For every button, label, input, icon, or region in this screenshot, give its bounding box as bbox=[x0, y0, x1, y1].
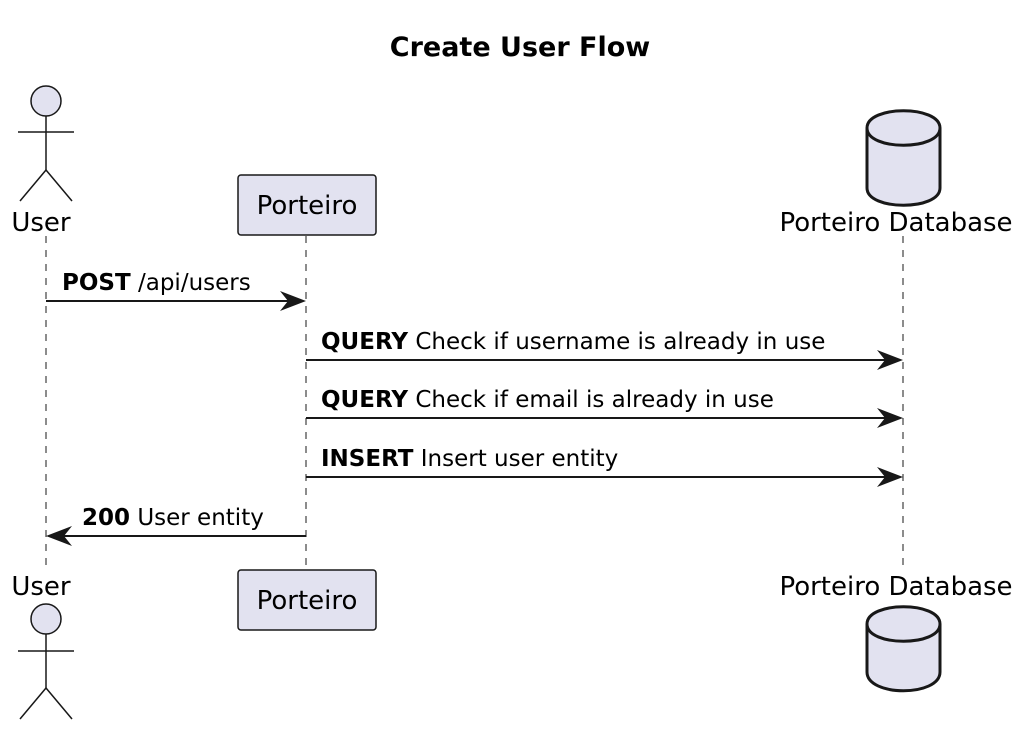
message-2-text: Check if username is already in use bbox=[408, 329, 825, 355]
participant-db-top: Porteiro Database bbox=[779, 109, 1013, 238]
arrow-right-icon bbox=[280, 291, 306, 311]
message-1-text: /api/users bbox=[131, 270, 251, 296]
arrow-right-icon bbox=[877, 350, 903, 370]
message-4-keyword: INSERT bbox=[321, 446, 414, 472]
database-cylinder-icon bbox=[865, 109, 942, 207]
message-5: 200 User entity bbox=[46, 505, 306, 546]
actor-stick-figure-icon bbox=[18, 603, 74, 720]
message-2-keyword: QUERY bbox=[321, 329, 408, 355]
message-4: INSERT Insert user entity bbox=[306, 446, 903, 487]
diagram-title: Create User Flow bbox=[390, 32, 651, 63]
message-5-keyword: 200 bbox=[82, 505, 130, 531]
actor-user-label-top: User bbox=[11, 208, 71, 238]
message-1-label: POST /api/users bbox=[62, 270, 251, 296]
participant-db-label-top: Porteiro Database bbox=[779, 208, 1012, 238]
participant-porteiro-label-bottom: Porteiro bbox=[257, 586, 358, 616]
message-5-label: 200 User entity bbox=[82, 505, 264, 531]
participant-porteiro-label-top: Porteiro bbox=[257, 191, 358, 221]
arrow-left-icon bbox=[46, 526, 72, 546]
message-2-label: QUERY Check if username is already in us… bbox=[321, 329, 825, 355]
message-1: POST /api/users bbox=[46, 270, 306, 311]
database-cylinder-icon bbox=[865, 605, 942, 693]
message-3-label: QUERY Check if email is already in use bbox=[321, 387, 774, 413]
message-4-label: INSERT Insert user entity bbox=[321, 446, 618, 472]
message-2: QUERY Check if username is already in us… bbox=[306, 329, 903, 370]
message-4-text: Insert user entity bbox=[413, 446, 618, 472]
participant-db-bottom: Porteiro Database bbox=[779, 572, 1013, 693]
message-3-text: Check if email is already in use bbox=[408, 387, 774, 413]
actor-user-bottom: User bbox=[11, 572, 74, 720]
arrow-right-icon bbox=[877, 467, 903, 487]
message-5-text: User entity bbox=[130, 505, 264, 531]
message-3: QUERY Check if email is already in use bbox=[306, 387, 903, 428]
participant-porteiro-bottom: Porteiro bbox=[237, 569, 377, 631]
actor-stick-figure-icon bbox=[18, 85, 74, 202]
participant-db-label-bottom: Porteiro Database bbox=[779, 572, 1012, 602]
message-1-keyword: POST bbox=[62, 270, 131, 296]
actor-user-label-bottom: User bbox=[11, 572, 71, 602]
actor-user-top: User bbox=[11, 85, 74, 238]
message-3-keyword: QUERY bbox=[321, 387, 408, 413]
participant-porteiro-top: Porteiro bbox=[237, 174, 377, 236]
arrow-right-icon bbox=[877, 408, 903, 428]
